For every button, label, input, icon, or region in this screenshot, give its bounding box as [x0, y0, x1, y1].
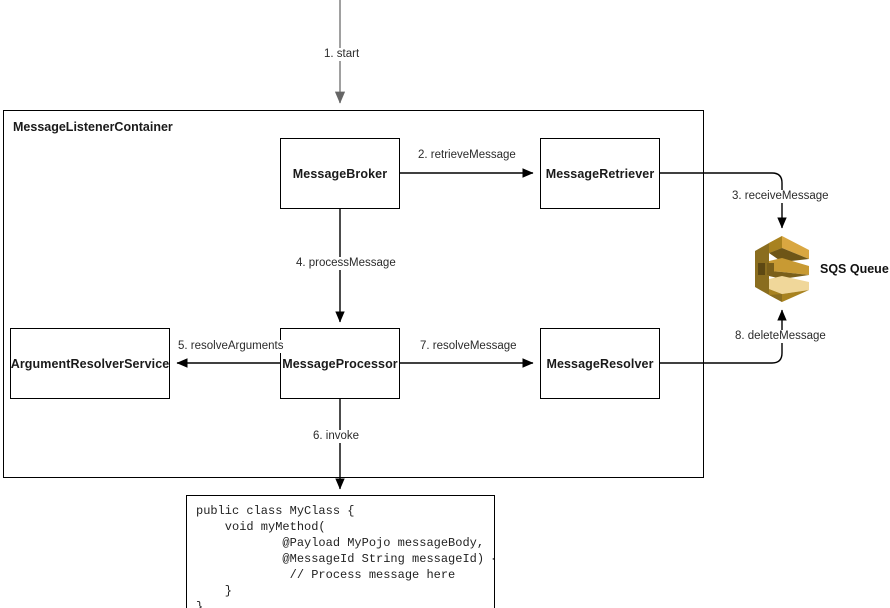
node-label-message-processor: MessageProcessor: [282, 356, 398, 371]
edge-label-delete-message: 8. deleteMessage: [733, 330, 828, 343]
node-message-processor[interactable]: MessageProcessor: [280, 328, 400, 399]
code-block: public class MyClass { void myMethod( @P…: [186, 495, 495, 608]
node-label-message-retriever: MessageRetriever: [545, 166, 655, 181]
edge-label-resolve-arguments: 5. resolveArguments: [176, 340, 286, 353]
node-message-resolver[interactable]: MessageResolver: [540, 328, 660, 399]
node-message-broker[interactable]: MessageBroker: [280, 138, 400, 209]
edge-label-invoke: 6. invoke: [311, 430, 362, 443]
node-label-message-resolver: MessageResolver: [546, 356, 654, 371]
container-title: MessageListenerContainer: [13, 120, 173, 134]
node-message-retriever[interactable]: MessageRetriever: [540, 138, 660, 209]
edge-label-retrieve-message: 2. retrieveMessage: [416, 149, 518, 162]
message-listener-container: [3, 110, 704, 478]
node-label-argument-resolver-service: ArgumentResolverService: [10, 356, 170, 371]
edge-label-process-message: 4. processMessage: [294, 257, 398, 270]
sqs-queue-node[interactable]: [745, 232, 819, 306]
node-label-message-broker: MessageBroker: [292, 166, 388, 181]
edge-label-start: 1. start: [322, 48, 362, 61]
aws-sqs-icon: [755, 236, 809, 302]
edge-label-receive-message: 3. receiveMessage: [730, 190, 831, 203]
code-block-text: public class MyClass { void myMethod( @P…: [196, 504, 494, 608]
node-argument-resolver-service[interactable]: ArgumentResolverService: [10, 328, 170, 399]
edge-label-resolve-message: 7. resolveMessage: [418, 340, 519, 353]
sqs-queue-label: SQS Queue: [820, 262, 889, 276]
